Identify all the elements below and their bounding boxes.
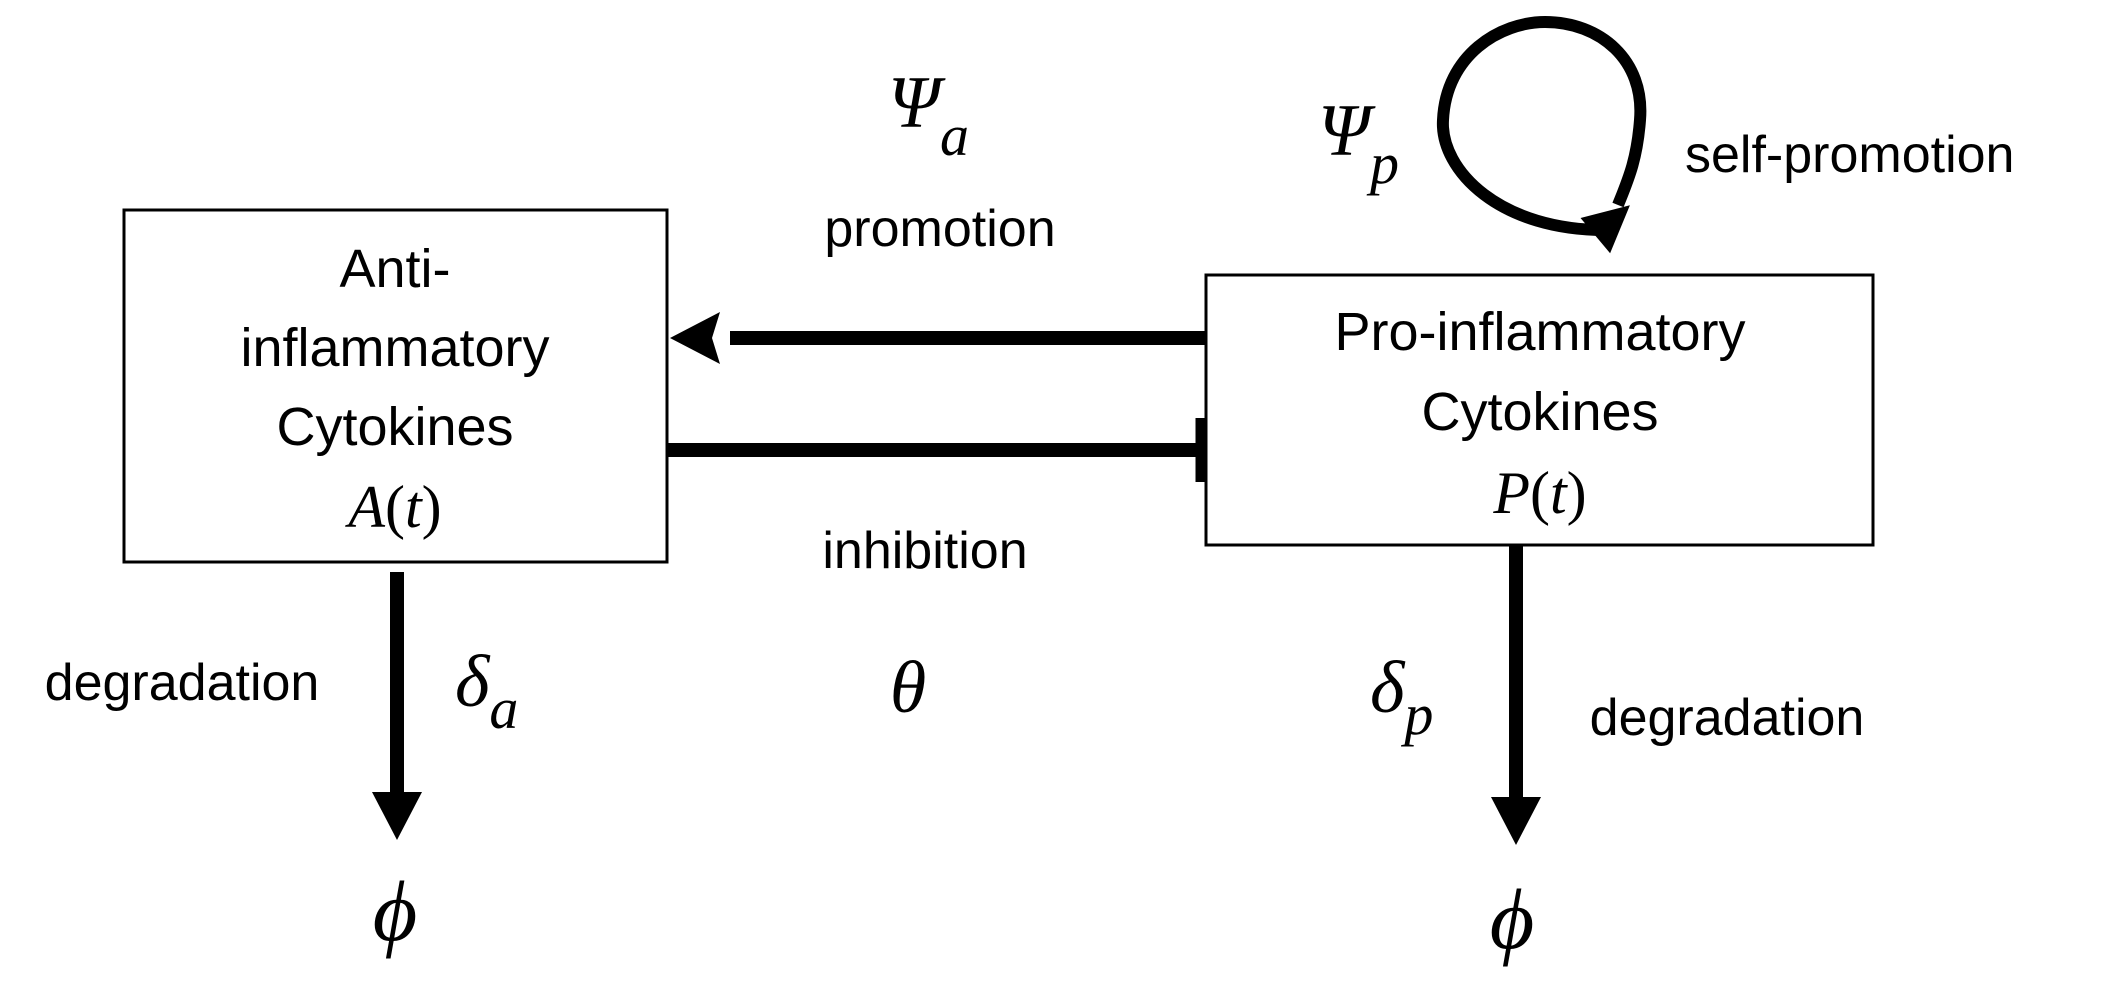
anti-label-line2: inflammatory <box>240 318 549 378</box>
self-promotion-rate-symbol: Ψp <box>1318 90 1399 196</box>
anti-inflammatory-node: Anti- inflammatory Cytokines A(t) <box>122 208 669 564</box>
degradation-p-arrowhead <box>1491 797 1541 845</box>
anti-label-line3: Cytokines <box>276 397 513 457</box>
degradation-p-label: degradation <box>1590 689 1865 747</box>
degradation-a-sink: ϕ <box>373 863 418 959</box>
anti-variable: A(t) <box>344 474 441 540</box>
inhibition-edge: inhibition θ <box>667 418 1207 729</box>
self-promotion-edge: Ψp self-promotion <box>1318 15 2014 254</box>
degradation-a-edge: degradation δa ϕ <box>45 572 518 959</box>
inhibition-rate-symbol: θ <box>890 647 926 729</box>
degradation-a-rate-symbol: δa <box>455 641 518 741</box>
self-promotion-loop-path <box>1436 15 1647 237</box>
degradation-a-arrowhead <box>372 792 422 840</box>
pro-inflammatory-node: Pro-inflammatory Cytokines P(t) <box>1204 273 1875 547</box>
promotion-edge: Ψa promotion <box>670 62 1206 364</box>
promotion-arrowhead <box>670 312 720 364</box>
self-promotion-arrowhead <box>1580 205 1630 254</box>
promotion-label: promotion <box>824 200 1055 258</box>
inhibition-label: inhibition <box>822 522 1027 580</box>
pro-variable: P(t) <box>1492 460 1586 526</box>
degradation-p-sink: ϕ <box>1490 871 1535 967</box>
anti-label-line1: Anti- <box>339 239 450 299</box>
pro-label-line2: Cytokines <box>1421 382 1658 442</box>
degradation-p-edge: δp degradation ϕ <box>1370 545 1864 967</box>
pro-inflammatory-box <box>1204 273 1875 547</box>
anti-inflammatory-box <box>122 208 669 564</box>
pro-label-line1: Pro-inflammatory <box>1334 302 1745 362</box>
self-promotion-label: self-promotion <box>1685 126 2014 184</box>
degradation-a-label: degradation <box>45 654 320 712</box>
promotion-rate-symbol: Ψa <box>888 62 969 168</box>
degradation-p-rate-symbol: δp <box>1370 647 1433 747</box>
